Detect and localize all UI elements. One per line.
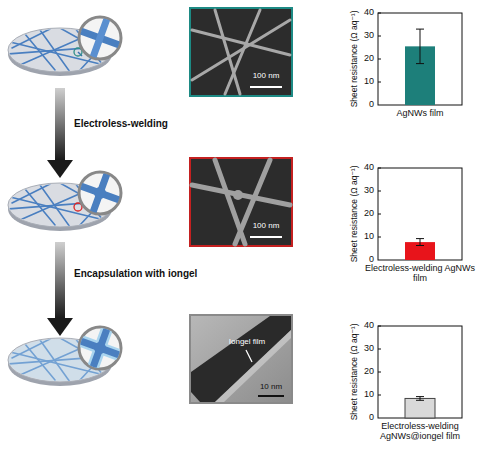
process-step-label: Encapsulation with iongel (74, 268, 234, 280)
axis-title: Sheet resistance (Ω aq⁻¹) (349, 166, 359, 263)
sem-image (190, 158, 292, 246)
scale-bar-label: 10 nm (256, 382, 286, 391)
annotation-label: Iongel film (222, 337, 272, 346)
process-arrow (47, 88, 73, 178)
bar-chart (378, 13, 462, 105)
tem-image (190, 315, 292, 403)
process-arrow (47, 242, 73, 336)
category-label: Electroless-welding AgNWs film (358, 263, 482, 284)
category-label: Electroless-welding AgNWs@iongel film (358, 421, 482, 442)
axis-title: Sheet resistance (Ω aq⁻¹) (349, 11, 359, 108)
bar-chart (378, 326, 462, 418)
agnw-film-disc (8, 16, 122, 76)
encapsulated-film-disc (8, 326, 122, 386)
sem-image (190, 8, 292, 96)
scale-bar-label: 100 nm (246, 221, 286, 230)
scale-bar-label: 100 nm (246, 71, 286, 80)
welded-film-disc (8, 171, 122, 231)
bar-chart (378, 168, 462, 260)
category-label: AgNWs film (358, 108, 482, 118)
process-step-label: Electroless-welding (74, 118, 186, 130)
axis-title: Sheet resistance (Ω aq⁻¹) (349, 324, 359, 421)
